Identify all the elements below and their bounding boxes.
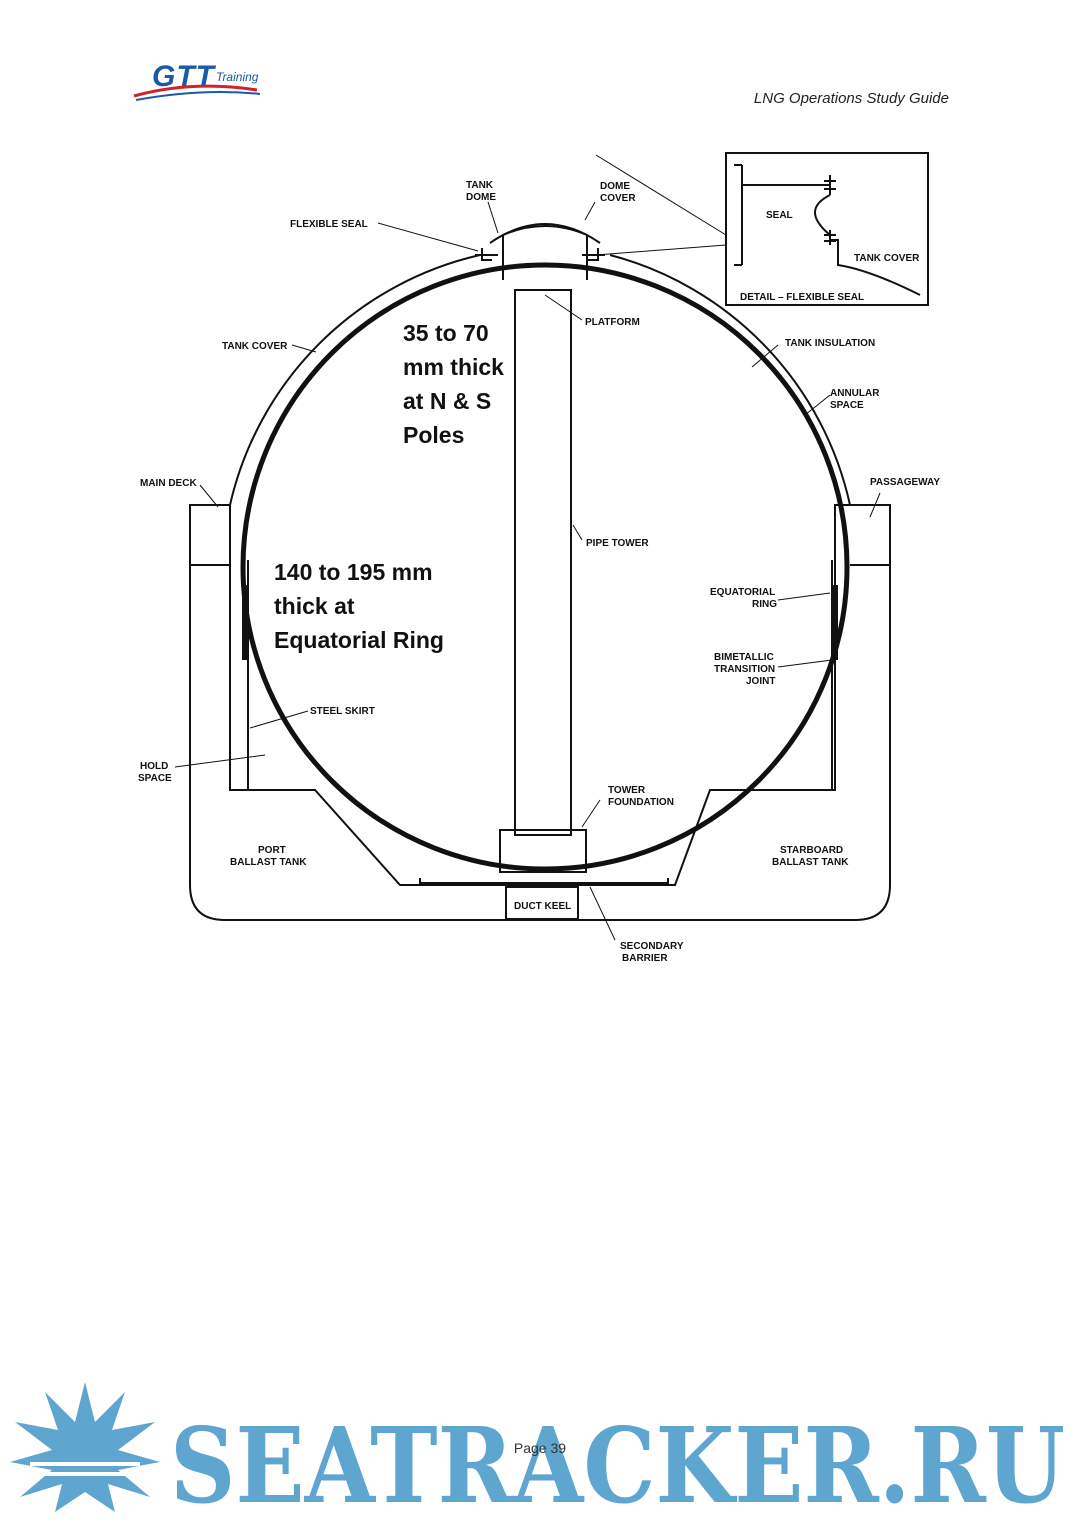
gtt-training-logo: GTT Training [132, 60, 272, 108]
label-tower-foundation-2: FOUNDATION [608, 797, 674, 808]
flexible-seal-right [582, 248, 605, 261]
equator-note-line-2: thick at [274, 593, 355, 619]
label-starboard-ballast-2: BALLAST TANK [772, 857, 849, 868]
tower-foundation [499, 829, 587, 873]
label-main-deck: MAIN DECK [140, 478, 197, 489]
label-tank-insulation: TANK INSULATION [785, 338, 875, 349]
label-detail-seal: SEAL [766, 210, 793, 221]
logo-swoosh-icon [133, 84, 261, 101]
equator-note-line-1: 140 to 195 mm [274, 559, 433, 585]
label-port-ballast-1: PORT [258, 845, 286, 856]
label-starboard-ballast-1: STARBOARD [780, 845, 843, 856]
seatracker-watermark: SEATRACKER.RU [10, 1382, 1065, 1526]
pole-note-line-2: mm thick [403, 354, 504, 380]
document-title: LNG Operations Study Guide [753, 90, 949, 107]
label-tank-dome-2: DOME [466, 192, 496, 203]
label-bimetallic-3: JOINT [746, 676, 775, 687]
flexible-seal-left [475, 248, 498, 261]
hull-outline [189, 504, 891, 921]
duct-keel-box [505, 886, 579, 920]
label-tank-cover: TANK COVER [222, 341, 288, 352]
pole-note-line-3: at N & S [403, 388, 492, 414]
label-passageway: PASSAGEWAY [870, 477, 940, 488]
label-equatorial-ring-2: RING [752, 599, 777, 610]
logo-text: GTT [152, 60, 215, 93]
sun-icon [10, 1382, 160, 1512]
secondary-barrier-line [419, 878, 669, 884]
label-bimetallic-2: TRANSITION [714, 664, 775, 675]
label-flexible-seal: FLEXIBLE SEAL [290, 219, 368, 230]
pole-note-line-1: 35 to 70 [403, 320, 489, 346]
label-dome-cover-1: DOME [600, 181, 630, 192]
label-hold-space-2: SPACE [138, 773, 172, 784]
watermark-text: SEATRACKER.RU [170, 1404, 1065, 1526]
label-platform: PLATFORM [585, 317, 640, 328]
spherical-tank [240, 262, 850, 872]
label-secondary-barrier-2: BARRIER [622, 953, 668, 964]
pole-note-line-4: Poles [403, 422, 465, 448]
label-duct-keel: DUCT KEEL [514, 901, 571, 912]
page-number: Page 39 [513, 1440, 567, 1456]
label-dome-cover-2: COVER [600, 193, 636, 204]
label-annular-space-2: SPACE [830, 400, 864, 411]
equator-note-line-3: Equatorial Ring [274, 627, 444, 653]
label-bimetallic-1: BIMETALLIC [714, 652, 774, 663]
label-detail-tank-cover: TANK COVER [854, 253, 920, 264]
equator-thickness-note: 140 to 195 mm thick at Equatorial Ring [274, 555, 444, 657]
pole-thickness-note: 35 to 70 mm thick at N & S Poles [403, 316, 504, 452]
logo-subtext: Training [216, 70, 259, 84]
label-steel-skirt: STEEL SKIRT [310, 706, 375, 717]
detail-flexible-seal-box [725, 152, 929, 306]
label-pipe-tower: PIPE TOWER [586, 538, 649, 549]
label-tank-dome-1: TANK [466, 180, 494, 191]
label-secondary-barrier-1: SECONDARY [620, 941, 684, 952]
label-annular-space-1: ANNULAR [830, 388, 880, 399]
label-hold-space-1: HOLD [140, 761, 168, 772]
label-port-ballast-2: BALLAST TANK [230, 857, 307, 868]
label-detail-title: DETAIL – FLEXIBLE SEAL [740, 292, 864, 303]
label-tower-foundation-1: TOWER [608, 785, 646, 796]
pipe-tower [514, 289, 572, 836]
dome-cover [489, 223, 601, 244]
label-equatorial-ring-1: EQUATORIAL [710, 587, 775, 598]
tank-cover-arc [229, 254, 851, 506]
tank-dome [502, 225, 588, 280]
